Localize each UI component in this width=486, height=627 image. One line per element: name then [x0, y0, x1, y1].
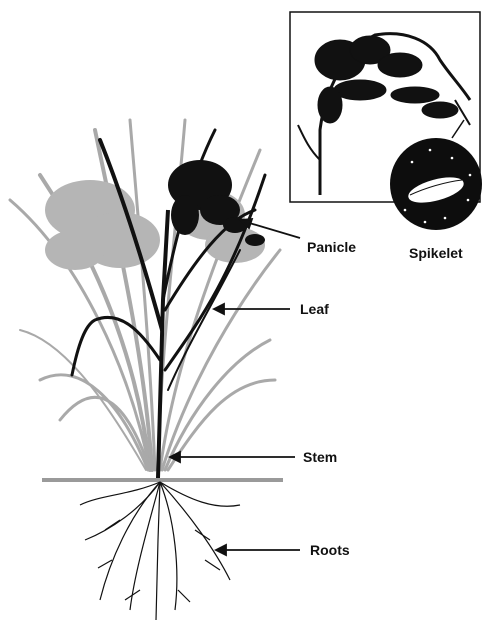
label-panicle: Panicle [307, 239, 356, 255]
label-spikelet: Spikelet [409, 245, 463, 261]
background-tillers [10, 120, 280, 470]
label-roots: Roots [310, 542, 350, 558]
label-stem: Stem [303, 449, 337, 465]
label-leaf: Leaf [300, 301, 329, 317]
